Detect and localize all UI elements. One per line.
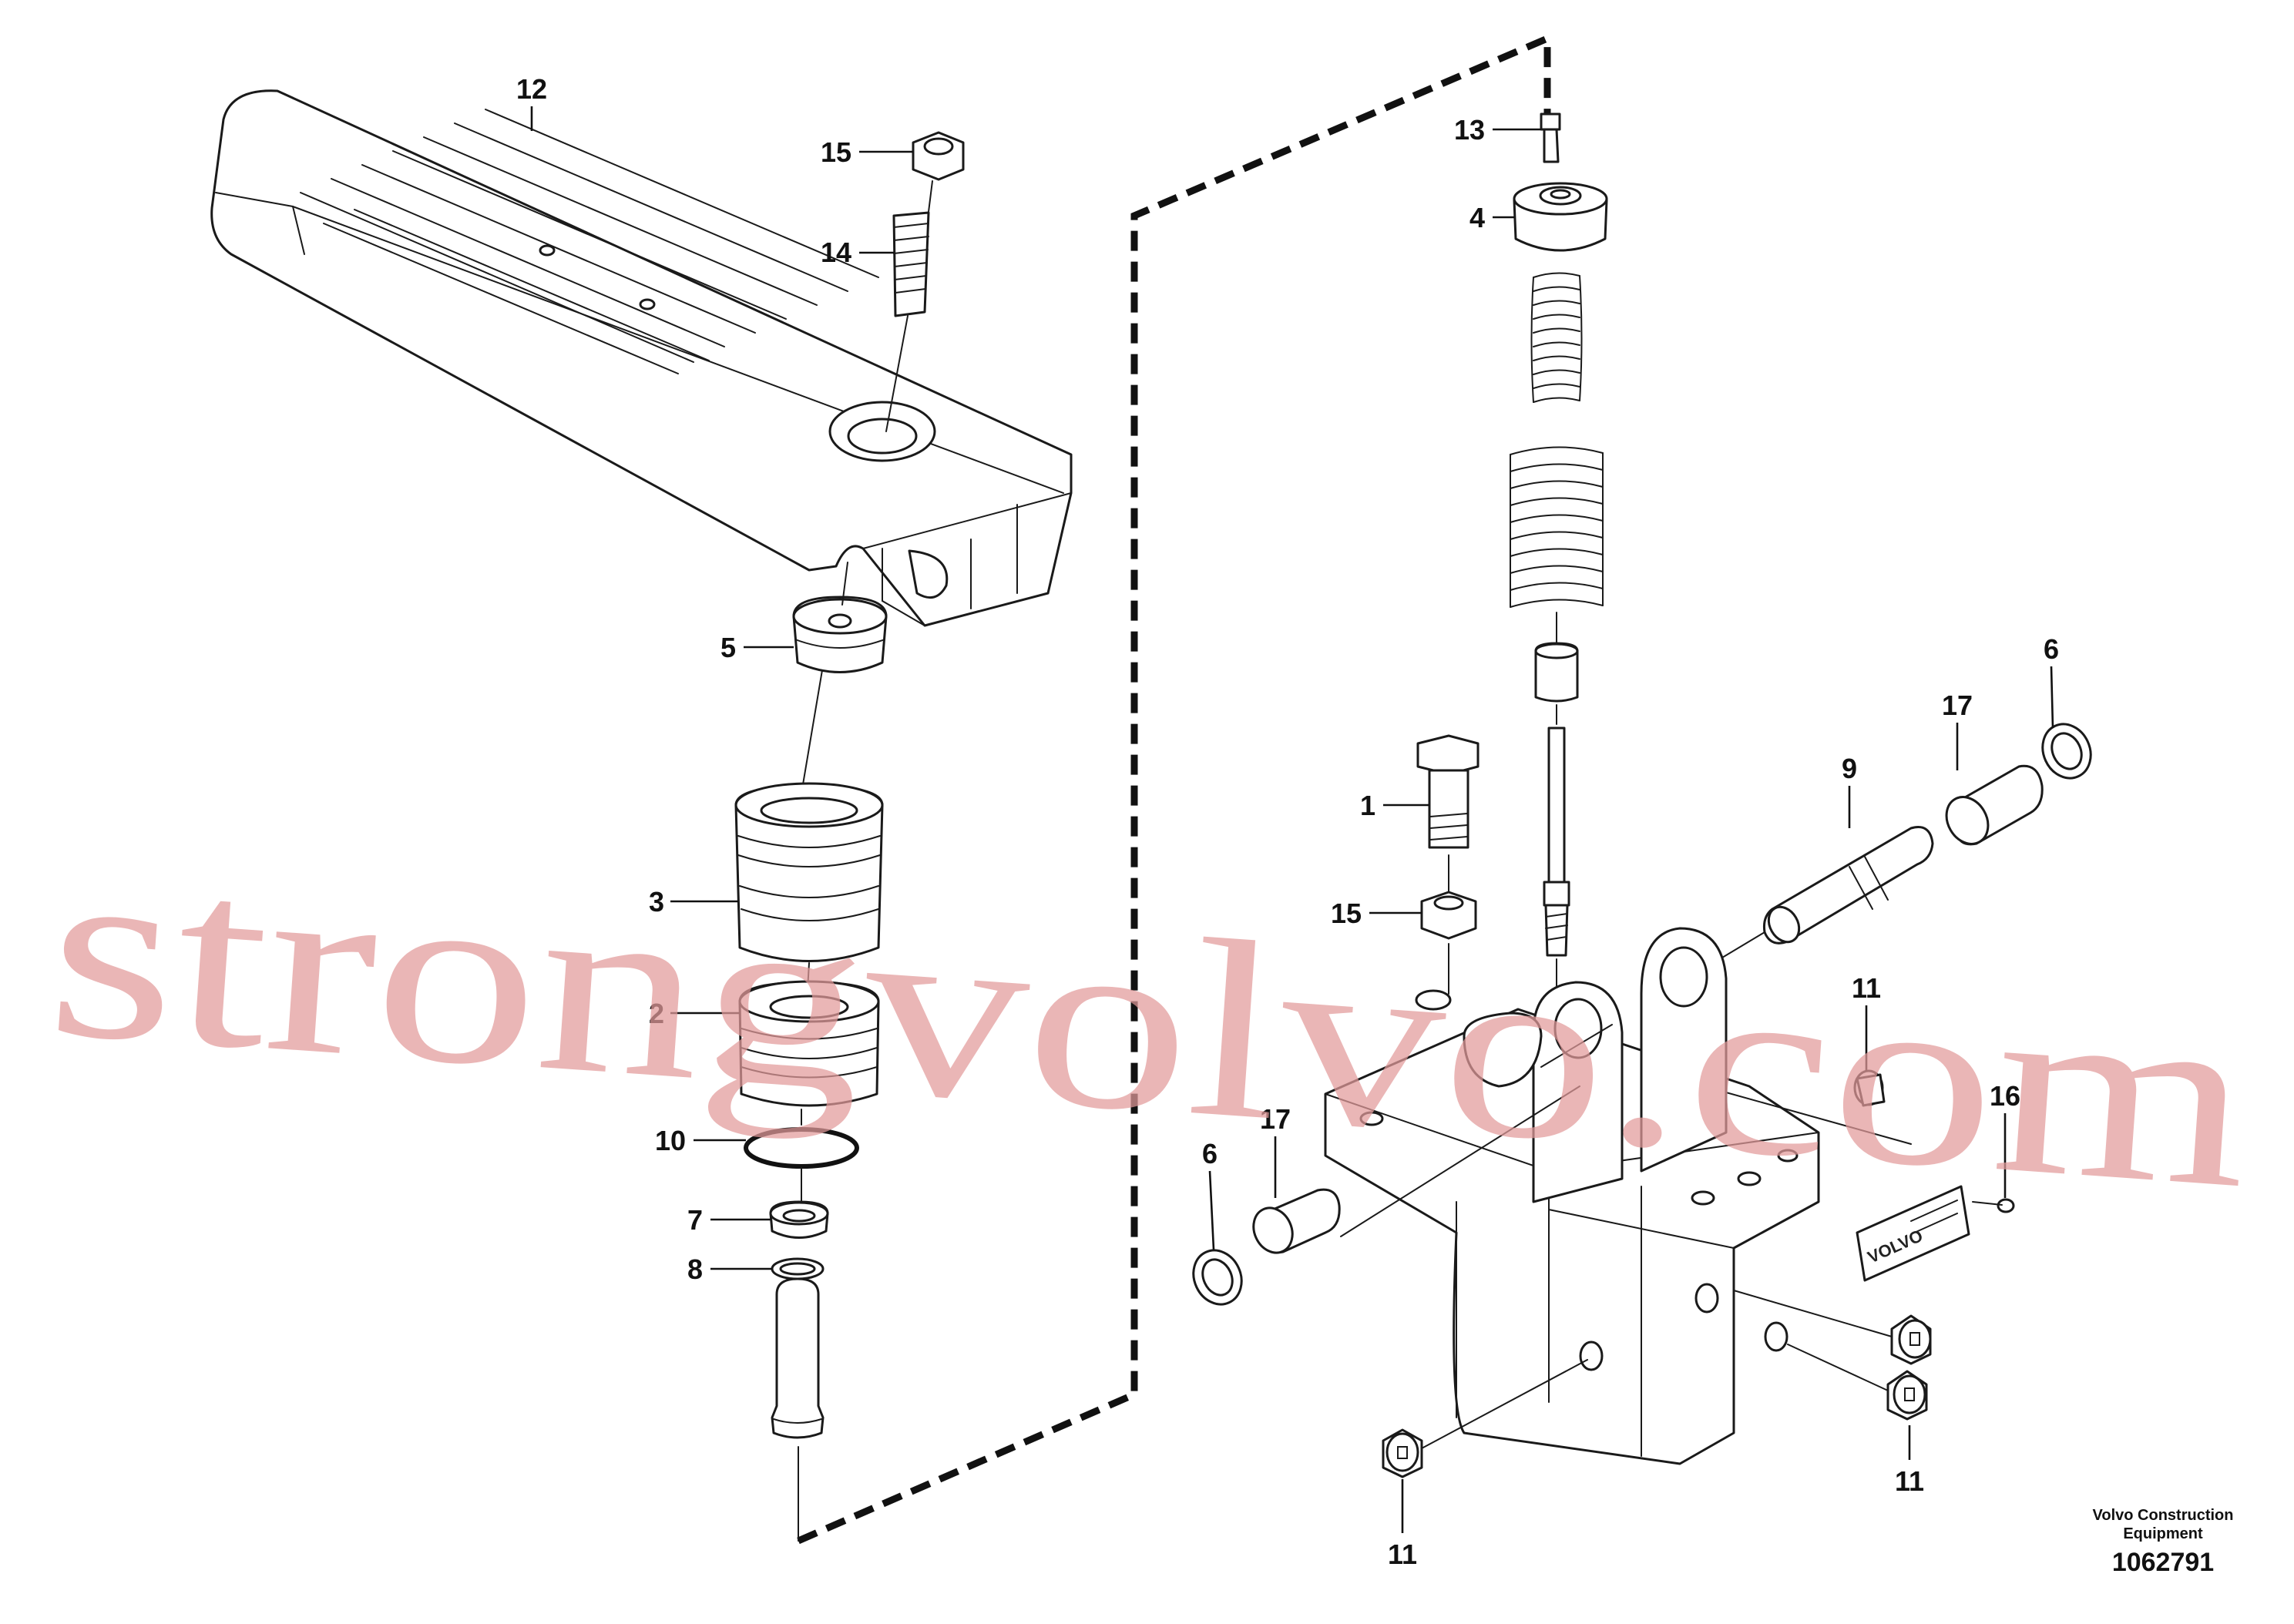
footer-org: Volvo Construction Equipment (2092, 1507, 2234, 1542)
callout-17-right: 17 (1942, 690, 1973, 721)
pedal-part (210, 89, 1073, 627)
capscrew-11-right-lower (1886, 1370, 1928, 1421)
callout-5: 5 (720, 632, 736, 663)
o-ring-10 (744, 1127, 859, 1169)
callout-6-left: 6 (1202, 1138, 1218, 1169)
stud-14 (892, 211, 930, 317)
callout-15-right: 15 (1331, 898, 1362, 929)
callout-12: 12 (516, 73, 547, 105)
capscrew-11-right-upper (1890, 1314, 1932, 1365)
nut-15-right (1420, 891, 1477, 940)
drawing-number: 1062791 (2111, 1548, 2215, 1577)
callout-15-left: 15 (821, 136, 851, 168)
capscrew-11-top (1853, 1069, 1886, 1107)
cap-4 (1513, 182, 1608, 252)
callout-14: 14 (821, 237, 851, 268)
callout-10: 10 (655, 1125, 686, 1156)
screw-13 (1540, 112, 1561, 163)
callout-16: 16 (1990, 1080, 2020, 1112)
name-plate: VOLVO (1856, 1185, 1970, 1282)
boot-5 (792, 596, 888, 673)
washer-6-left (1192, 1249, 1243, 1306)
callout-6-right: 6 (2044, 633, 2059, 665)
base-bracket (1324, 927, 1820, 1465)
washer-6-right (2041, 723, 2092, 780)
callout-8: 8 (687, 1253, 703, 1285)
bushing-17-right (1945, 764, 2044, 846)
leader-lines (530, 106, 2054, 1533)
outer-spring (1510, 446, 1604, 608)
callout-1: 1 (1360, 790, 1375, 821)
piston-2 (738, 980, 880, 1107)
callout-17-left: 17 (1260, 1103, 1291, 1135)
callout-11-right: 11 (1895, 1465, 1924, 1497)
callout-3: 3 (649, 886, 664, 918)
callout-2: 2 (649, 998, 664, 1029)
callout-13: 13 (1454, 114, 1485, 146)
bolt-1 (1416, 734, 1480, 849)
bushing-7 (769, 1200, 829, 1239)
spacer-sleeve (1534, 642, 1579, 703)
housing-3 (734, 782, 884, 962)
push-rod (1543, 726, 1570, 957)
dashed-linkage-line (797, 33, 1551, 1545)
footer-block: Volvo Construction Equipment 1062791 (2078, 1506, 2248, 1578)
callout-11-bottom: 11 (1388, 1538, 1417, 1570)
capscrew-11-bottom (1382, 1428, 1423, 1478)
nut-15-left (912, 131, 965, 181)
callout-4: 4 (1469, 202, 1485, 233)
rivet-16 (1972, 1198, 2015, 1213)
callout-9: 9 (1842, 753, 1857, 784)
plunger (771, 1277, 825, 1439)
callouts: 12 15 14 5 3 2 10 7 8 13 4 1 15 9 17 6 1… (516, 73, 2059, 1570)
ring-8 (771, 1257, 825, 1280)
pin-9 (1763, 826, 1934, 945)
bushing-17-left (1252, 1188, 1341, 1254)
inner-spring (1530, 272, 1583, 403)
callout-11-top: 11 (1852, 972, 1881, 1004)
callout-7: 7 (687, 1204, 703, 1236)
